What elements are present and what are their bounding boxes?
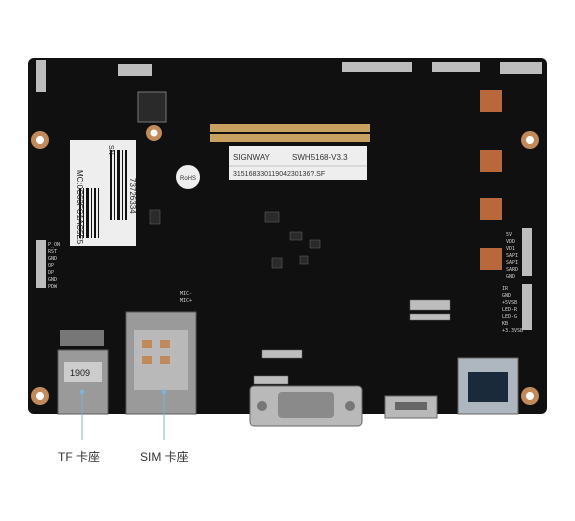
model-text: SWH5168-V3.3 [292,153,348,162]
small-components [149,209,451,385]
svg-text:GND: GND [48,256,57,262]
svg-text:KB: KB [502,321,508,327]
svg-text:GND: GND [502,293,511,299]
mounting-holes [31,125,539,405]
brand-text: SIGNWAY [233,153,271,162]
right-pin-columns [36,228,532,330]
mic-minus: MIC- [180,291,192,297]
top-pin-headers [36,60,542,142]
svg-text:GND: GND [506,274,515,280]
callout-lines [79,389,167,440]
svg-text:+3.3VSB: +3.3VSB [502,328,523,334]
callout-label-sim-card: SIM 卡座 [140,450,189,464]
ethernet-jack [457,357,519,415]
vga-connector [249,385,363,427]
svg-text:5V: 5V [506,232,512,238]
svg-text:PDW: PDW [48,284,58,290]
serial-text: 31516833011904230136?.SF [233,171,325,178]
rohs-text: RoHS [180,176,196,182]
svg-text:VDD: VDD [506,239,515,245]
svg-text:RST: RST [48,249,57,255]
board-text: SIGNWAY SWH5168-V3.3 3151683301190423013… [48,145,523,378]
model-label-sticker [229,146,367,180]
mac-label-sn-prefix: SN [107,145,114,155]
svg-text:P_ON: P_ON [48,242,60,248]
svg-text:SAPI: SAPI [506,260,518,266]
copper-pads [480,90,502,270]
mic-plus: MIC+ [180,298,192,304]
sim-card-slot [125,311,197,415]
svg-text:OP: OP [48,263,54,269]
callout-label-tf-card: TF 卡座 [58,450,100,464]
tf-card-mark: 1909 [70,368,90,378]
usb-connector [384,395,438,419]
mic-labels: MIC- MIC+ [180,291,192,304]
right-pin-labels-top: 5V VDD VD1 SAPI SAPI SARD GND [506,232,518,280]
tf-card-slot [57,330,109,415]
left-pin-labels: P_ON RST GND OP DP GND PDW [48,242,60,290]
mac-label-sn: 73726334 [128,178,137,214]
svg-text:DP: DP [48,270,54,276]
mac-label-sticker [70,140,136,246]
svg-text:IR: IR [502,286,509,292]
svg-text:LED-R: LED-R [502,307,518,313]
svg-text:SAPI: SAPI [506,253,518,259]
mac-label-mac: MC:0C63FC1AC5E5 [75,170,84,245]
svg-text:SARD: SARD [506,267,518,273]
svg-text:+5VSB: +5VSB [502,300,517,306]
svg-text:LED-G: LED-G [502,314,517,320]
right-pin-labels-bottom: IR GND +5VSB LED-R LED-G KB +3.3VSB [502,286,523,334]
svg-text:VD1: VD1 [506,246,515,252]
rohs-sticker [176,165,200,189]
svg-text:GND: GND [48,277,57,283]
